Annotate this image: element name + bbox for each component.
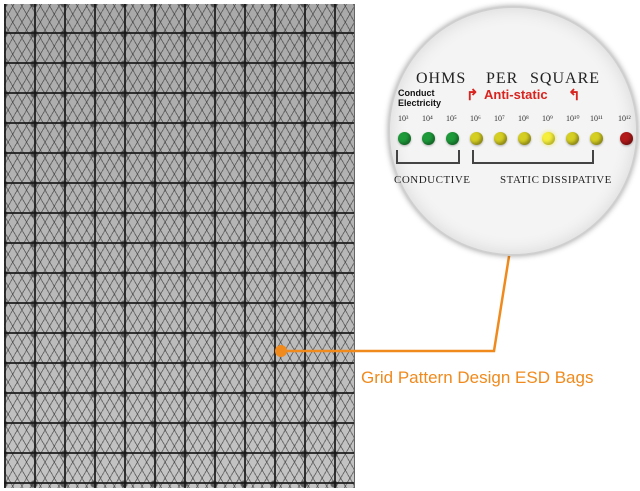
conduct-line-1: Conduct [398, 88, 435, 98]
indicator-led-yellow [566, 132, 579, 145]
exponent-label: 10¹¹ [590, 114, 603, 123]
indicator-led-lit [542, 132, 555, 145]
exponent-label: 10¹⁰ [566, 114, 580, 123]
callout-caption: Grid Pattern Design ESD Bags [361, 368, 594, 387]
heading-per: PER [486, 70, 519, 87]
bracket-conductive [396, 150, 460, 164]
exponent-label: 10¹² [618, 114, 631, 123]
label-static: STATIC [500, 174, 540, 186]
indicator-led-yellow [470, 132, 483, 145]
resistance-meter: OHMS PER SQUARE Conduct Electricity ↱ An… [388, 6, 638, 256]
exponent-label: 10⁷ [494, 114, 505, 123]
label-dissipative: DISSIPATIVE [542, 174, 612, 186]
indicator-led-red [620, 132, 633, 145]
exponent-label: 10⁹ [542, 114, 553, 123]
heading-ohms: OHMS [416, 70, 467, 87]
indicator-led-green [422, 132, 435, 145]
indicator-led-yellow [518, 132, 531, 145]
exponent-label: 10³ [398, 114, 409, 123]
indicator-led-yellow [590, 132, 603, 145]
label-conductive: CONDUCTIVE [394, 174, 471, 186]
exponent-label: 10⁶ [470, 114, 481, 123]
indicator-led-green [398, 132, 411, 145]
conduct-line-2: Electricity [398, 98, 442, 108]
arrow-right-up-icon: ↱ [466, 87, 479, 104]
bracket-static-dissipative [472, 150, 594, 164]
heading-square: SQUARE [530, 70, 601, 87]
exponent-label: 10⁵ [446, 114, 457, 123]
arrow-left-up-icon: ↰ [568, 87, 581, 104]
indicator-led-yellow [494, 132, 507, 145]
conduct-electricity-label: Conduct Electricity [398, 88, 458, 108]
esd-bag-grid-pattern [4, 4, 355, 488]
antistatic-label: Anti-static [484, 87, 548, 102]
exponent-label: 10⁸ [518, 114, 529, 123]
indicator-led-green [446, 132, 459, 145]
exponent-label: 10⁴ [422, 114, 433, 123]
